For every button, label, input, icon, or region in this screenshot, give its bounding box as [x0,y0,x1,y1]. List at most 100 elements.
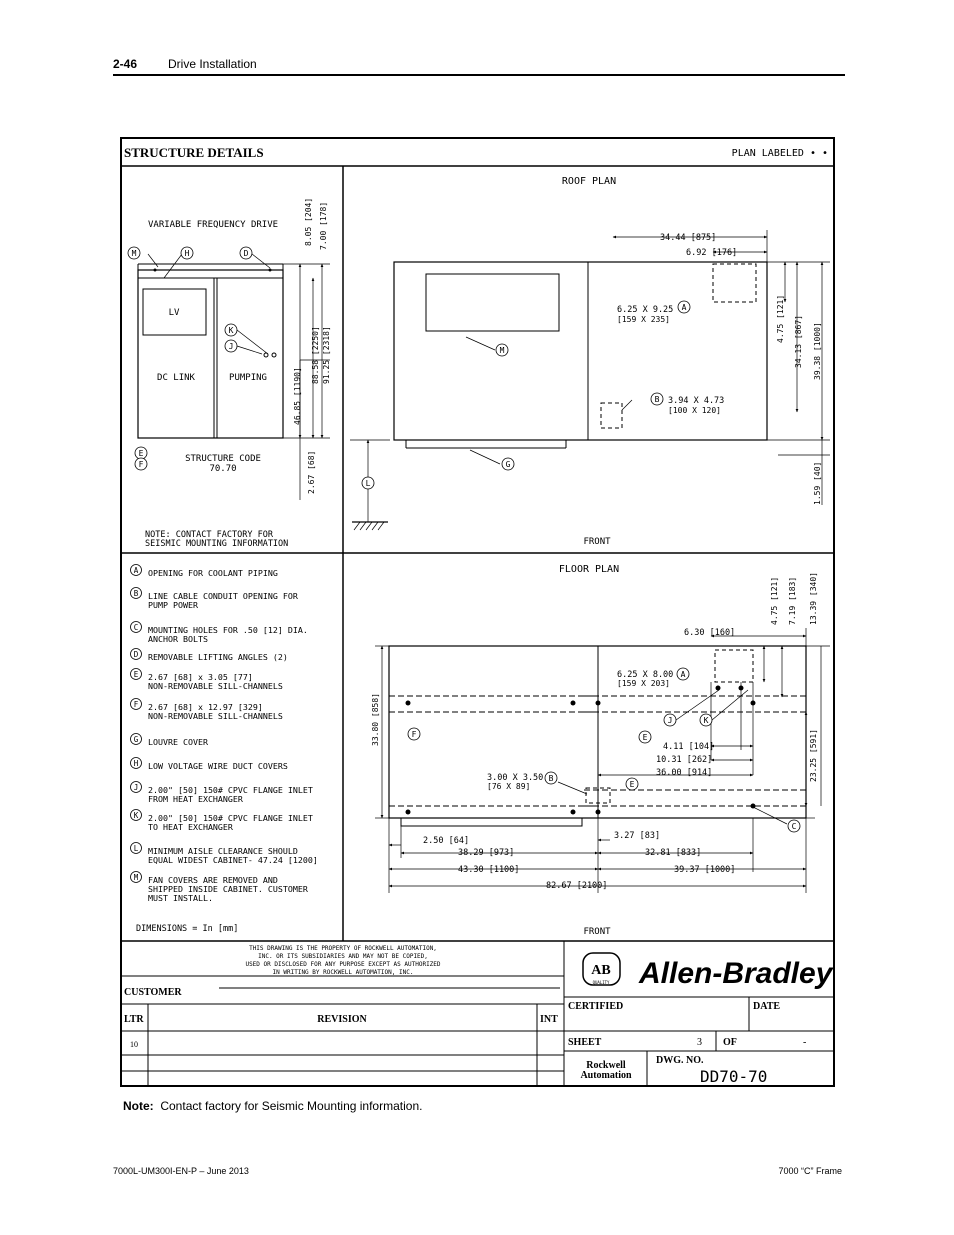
legend-text: NON-REMOVABLE SILL-CHANNELS [148,711,283,721]
dim-floor: 6.30 [160] [684,628,735,638]
dim-roof: 6.25 X 9.25 [617,305,673,315]
legend-text: LOUVRE COVER [148,737,208,747]
legend-letter: H [134,759,139,768]
ltr-label: LTR [124,1014,144,1025]
legend-marker [130,564,142,576]
legend-marker [130,621,142,633]
legend-text: TO HEAT EXCHANGER [148,822,233,832]
floor-plan-title: FLOOR PLAN [559,564,619,575]
svg-text:A: A [681,670,686,679]
property-line: INC. OR ITS SUBSIDIARIES AND MAY NOT BE … [258,953,428,960]
dim-floor: 82.67 [2100] [546,881,607,891]
floor-front: FRONT [583,927,611,937]
svg-text:D: D [244,249,249,258]
svg-text:AB: AB [591,963,610,978]
legend-letter: J [134,783,139,792]
svg-text:K: K [704,716,709,725]
dim-roof: 6.92 [176] [686,248,737,258]
dim-floor: 43.30 [1100] [458,865,519,875]
legend-letter: L [134,844,139,853]
sheet-label: SHEET [568,1037,602,1048]
svg-text:J: J [668,716,673,725]
legend-marker [130,698,142,710]
svg-text:E: E [643,733,648,742]
brand-name: Allen-Bradley [638,957,834,990]
legend-text: 2.00" [50] 150# CPVC FLANGE INLET [148,813,313,823]
dim-floor: 4.11 [104] [663,742,714,752]
plan-labeled: PLAN LABELED • • [732,148,828,159]
header-rule [113,74,845,76]
seismic-note-1: NOTE: CONTACT FACTORY FOR [145,530,274,540]
legend: A OPENING FOR COOLANT PIPING B LINE CABLE C… [130,564,318,903]
dim-floor: 2.50 [64] [423,836,469,846]
note: Note: Contact factory for Seismic Mounti… [123,1099,422,1113]
svg-text:E: E [139,449,144,458]
roof-plan-title: ROOF PLAN [562,176,616,187]
legend-letter: D [134,650,139,659]
property-line: USED OR DISCLOSED FOR ANY PURPOSE EXCEPT… [245,961,440,968]
dim-floor: 7.19 [183] [788,577,797,625]
dim-elev: 8.05 [204] [304,198,313,246]
dim-floor: 23.25 [591] [809,729,818,782]
dim-floor: 32.81 [833] [645,848,701,858]
revision-value: 10 [130,1040,138,1049]
dim-roof: 39.38 [1000] [813,322,822,380]
legend-marker [130,757,142,769]
legend-text: 2.67 [68] x 3.05 [77] [148,672,253,682]
legend-text: NON-REMOVABLE SILL-CHANNELS [148,681,283,691]
property-line: THIS DRAWING IS THE PROPERTY OF ROCKWELL… [249,945,437,952]
rockwell-line2: Automation [580,1070,632,1081]
legend-letter: M [134,873,139,882]
svg-text:E: E [630,780,635,789]
dim-floor: 3.00 X 3.50 [487,773,543,783]
dim-floor: 38.29 [973] [458,848,514,858]
label-lv: LV [169,308,180,318]
svg-text:K: K [229,326,234,335]
page-number: 2-46 [113,57,138,71]
dim-roof: 4.75 [121] [776,295,785,343]
svg-text:QUALITY: QUALITY [593,980,610,985]
svg-text:L: L [366,479,371,488]
drawing-title: STRUCTURE DETAILS [124,145,264,160]
svg-text:B: B [549,774,554,783]
legend-letter: B [134,589,139,598]
legend-marker [130,648,142,660]
dim-roof: 34.44 [875] [660,233,716,243]
structure-code: 70.70 [209,464,236,474]
label-pumping: PUMPING [229,373,267,383]
legend-text: LINE CABLE CONDUIT OPENING FOR [148,591,298,601]
svg-text:G: G [506,460,511,469]
certified-label: CERTIFIED [568,1001,623,1012]
legend-marker [130,587,142,599]
dim-floor: 13.39 [340] [809,572,818,625]
section-title: Drive Installation [168,57,257,71]
property-line: IN WRITING BY ROCKWELL AUTOMATION, INC. [273,969,414,976]
legend-text: 2.67 [68] x 12.97 [329] [148,702,263,712]
dim-floor: [76 X 89] [487,782,530,791]
legend-text: MOUNTING HOLES FOR .50 [12] DIA. [148,625,308,635]
legend-marker [130,842,142,854]
legend-letter: A [134,566,139,575]
legend-letter: K [134,811,139,820]
legend-text: FROM HEAT EXCHANGER [148,794,243,804]
dim-roof: 34.13 [867] [794,315,803,368]
sheet-number: 3 [697,1037,702,1048]
svg-text:M: M [500,346,505,355]
dim-elev: 46.85 [1190] [293,367,302,425]
dimensions-note: DIMENSIONS = In [mm] [136,924,238,934]
legend-text: MINIMUM AISLE CLEARANCE SHOULD [148,846,298,856]
legend-text: OPENING FOR COOLANT PIPING [148,568,278,578]
dim-roof: 3.94 X 4.73 [668,396,724,406]
of-value: - [803,1037,806,1048]
dim-floor: [159 X 203] [617,679,670,688]
legend-marker [130,733,142,745]
dim-floor: 39.37 [1000] [674,865,735,875]
legend-text: ANCHOR BOLTS [148,634,208,644]
legend-marker [130,668,142,680]
legend-text: LOW VOLTAGE WIRE DUCT COVERS [148,761,288,771]
legend-letter: E [134,670,139,679]
svg-text:C: C [792,822,797,831]
legend-text: SHIPPED INSIDE CABINET. CUSTOMER [148,884,308,894]
dim-floor: 33.80 [858] [371,693,380,746]
